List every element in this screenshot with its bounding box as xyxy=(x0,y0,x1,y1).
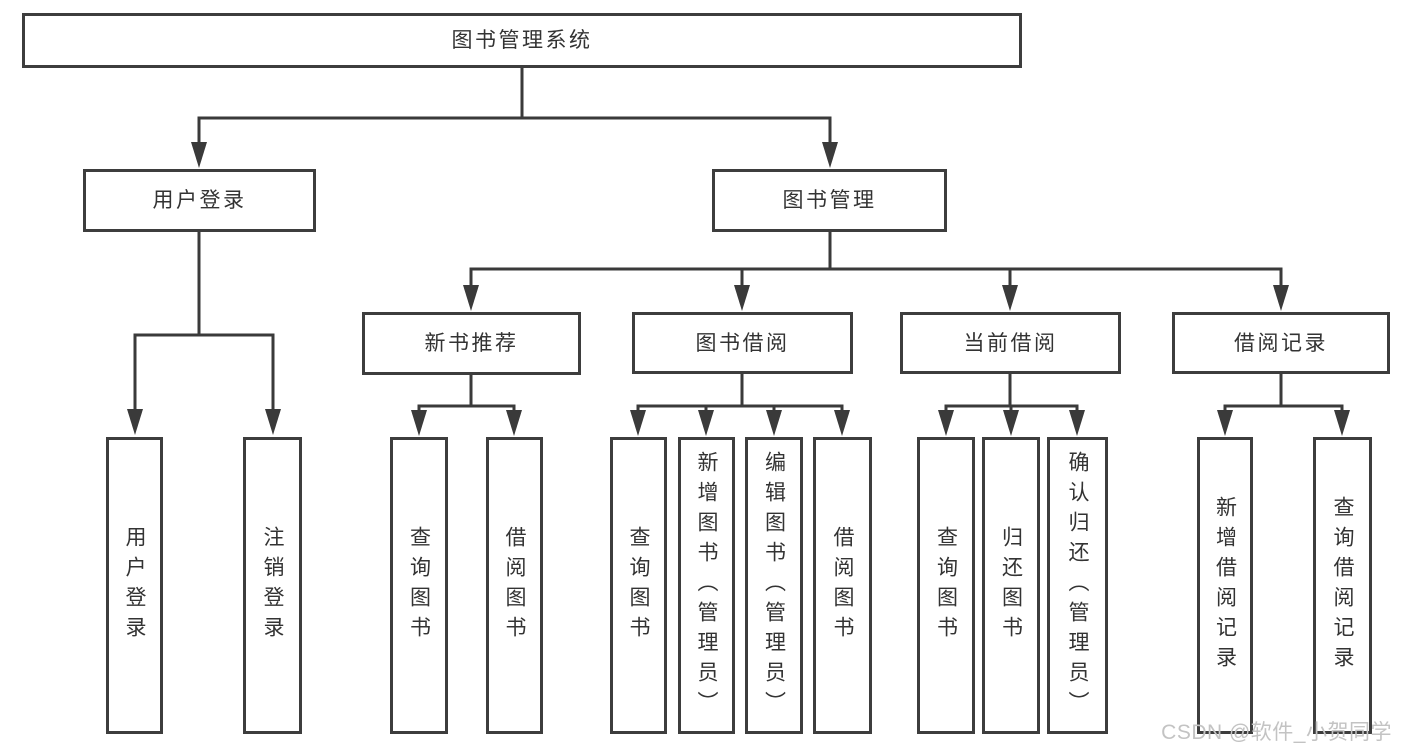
leaf-user-login: 用户登录 xyxy=(106,437,163,734)
leaf-label: 查询图书 xyxy=(627,525,650,646)
leaf-label: 借阅图书 xyxy=(503,525,526,646)
node-book-borrow: 图书借阅 xyxy=(632,312,853,374)
node-root-label: 图书管理系统 xyxy=(451,29,593,52)
node-user-login-label: 用户登录 xyxy=(152,189,247,212)
connector-new-book-rec xyxy=(411,375,522,436)
leaf-query-books-current: 查询图书 xyxy=(917,437,975,734)
leaf-label: 新增借阅记录 xyxy=(1213,495,1237,676)
leaf-query-books-rec: 查询图书 xyxy=(390,437,448,734)
node-current-borrow: 当前借阅 xyxy=(900,312,1121,374)
node-borrow-records-label: 借阅记录 xyxy=(1234,331,1328,355)
leaf-confirm-return-admin: 确认归还（管理员） xyxy=(1047,437,1108,734)
leaf-borrow-books: 借阅图书 xyxy=(813,437,872,734)
leaf-label: 编辑图书（管理员） xyxy=(762,450,786,721)
leaf-edit-books-admin: 编辑图书（管理员） xyxy=(745,437,803,734)
leaf-label: 归还图书 xyxy=(999,525,1023,646)
leaf-label: 查询图书 xyxy=(934,525,958,646)
leaf-add-borrow-record: 新增借阅记录 xyxy=(1197,437,1253,734)
connector-root xyxy=(191,68,838,168)
leaf-query-borrow-record: 查询借阅记录 xyxy=(1313,437,1372,734)
leaf-return-books: 归还图书 xyxy=(982,437,1040,734)
node-borrow-records: 借阅记录 xyxy=(1172,312,1390,374)
connector-book-mgmt xyxy=(463,232,1289,311)
leaf-logout: 注销登录 xyxy=(243,437,302,734)
connector-current-borrow xyxy=(938,374,1085,436)
leaf-label: 用户登录 xyxy=(123,525,146,646)
connector-borrow-records xyxy=(1217,374,1350,436)
leaf-label: 确认归还（管理员） xyxy=(1066,450,1089,721)
node-new-book-rec-label: 新书推荐 xyxy=(424,332,519,355)
leaf-borrow-books-rec: 借阅图书 xyxy=(486,437,543,734)
node-root: 图书管理系统 xyxy=(22,13,1022,68)
connector-book-borrow xyxy=(630,374,850,436)
node-book-mgmt-label: 图书管理 xyxy=(782,189,877,212)
leaf-label: 查询图书 xyxy=(407,525,431,646)
leaf-label: 查询借阅记录 xyxy=(1331,495,1354,676)
leaf-label: 新增图书（管理员） xyxy=(695,450,718,721)
node-user-login: 用户登录 xyxy=(83,169,316,232)
node-current-borrow-label: 当前借阅 xyxy=(963,331,1058,355)
leaf-label: 借阅图书 xyxy=(831,525,854,646)
leaf-label: 注销登录 xyxy=(261,525,284,646)
csdn-watermark: CSDN @软件_小贺同学 xyxy=(1161,721,1392,744)
node-book-mgmt: 图书管理 xyxy=(712,169,947,232)
connector-user-login xyxy=(127,232,281,435)
node-book-borrow-label: 图书借阅 xyxy=(695,331,790,355)
node-new-book-rec: 新书推荐 xyxy=(362,312,581,375)
leaf-add-books-admin: 新增图书（管理员） xyxy=(678,437,735,734)
leaf-query-books-borrow: 查询图书 xyxy=(610,437,667,734)
